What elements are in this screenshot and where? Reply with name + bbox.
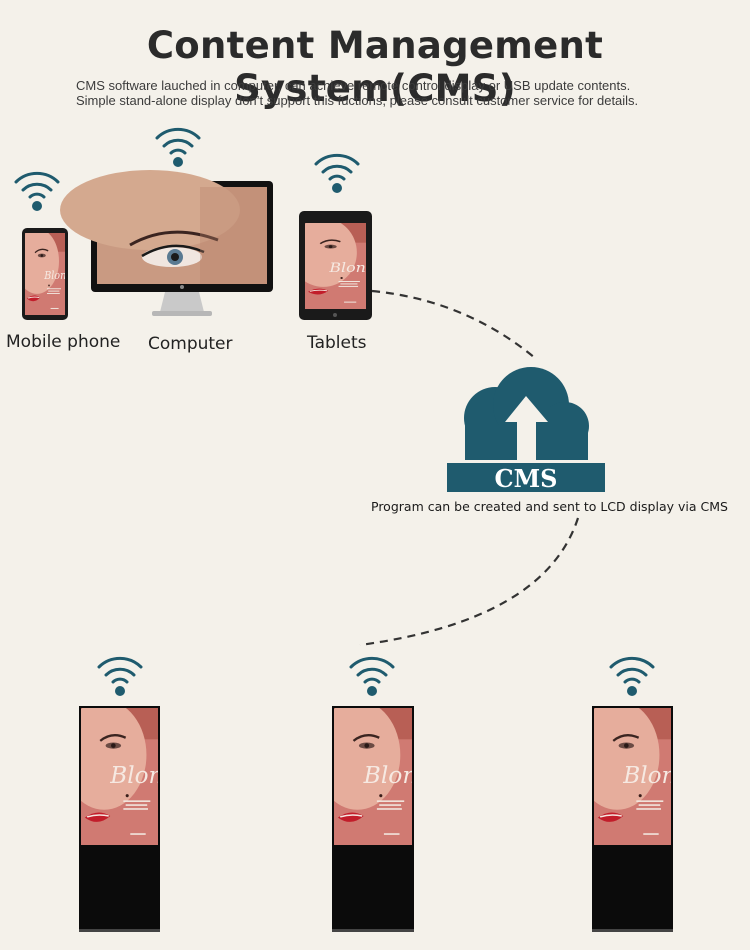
subtitle-line-2: Simple stand-alone display don’t support… [76, 93, 639, 108]
page-title: Content Management System(CMS) [146, 24, 604, 110]
cms-caption: Program can be created and sent to LCD d… [371, 499, 728, 514]
tablet-poster-script: Blonde [328, 261, 385, 275]
kiosk-3-poster-script: Blonde [622, 762, 705, 789]
kiosk-display-3: Blonde [592, 706, 705, 932]
kiosk-1-poster-script: Blonde [109, 762, 192, 789]
computer-label: Computer [148, 334, 233, 354]
subtitle-line-1: CMS software lauched in computer, can ac… [76, 78, 631, 93]
upload-arrow-icon [505, 396, 548, 460]
kiosk-display-1: Blonde [79, 706, 192, 932]
mobile-poster-script: Blonde [43, 269, 78, 282]
kiosk-2-wifi-icon [349, 656, 395, 698]
kiosk-2-poster-script: Blonde [363, 761, 447, 789]
computer-wifi-icon [155, 127, 201, 169]
cms-banner-text: CMS [495, 464, 558, 493]
kiosk-1-wifi-icon [97, 656, 143, 698]
cms-banner: CMS [447, 463, 605, 493]
mobile-phone-device: Blonde [22, 228, 78, 320]
kiosk-3-wifi-icon [609, 656, 655, 698]
tablet-to-cms-connector [371, 289, 536, 359]
cms-to-display-connector [359, 517, 580, 647]
computer-monitor-device [60, 170, 273, 316]
kiosk-display-2: Blonde [332, 706, 447, 932]
tablet-device: Blonde [299, 211, 385, 320]
tablets-label: Tablets [307, 333, 367, 353]
tablet-wifi-icon [314, 153, 360, 195]
mobile-wifi-icon [14, 171, 60, 213]
cms-cloud-icon [464, 367, 589, 460]
mobile-phone-label: Mobile phone [6, 332, 121, 352]
